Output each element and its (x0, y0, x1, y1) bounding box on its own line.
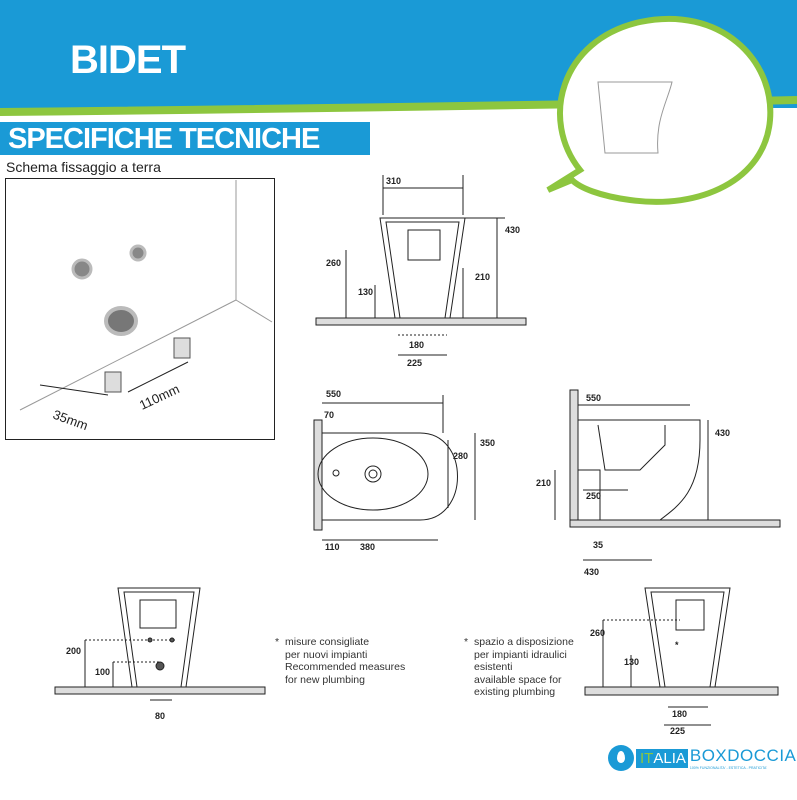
front-view-drawing (315, 175, 527, 356)
fixing-diagram (19, 180, 273, 411)
water-drop-icon (608, 745, 634, 771)
dim-label: 430 (584, 567, 599, 577)
dim-label: 210 (536, 478, 551, 488)
bracket-icon (173, 337, 191, 359)
top-view-drawing (313, 395, 476, 541)
existing-plumbing-drawing (584, 587, 779, 726)
dim-label: 200 (66, 646, 81, 656)
logo-text-alia: ALIA (653, 748, 688, 768)
note-line: existing plumbing (474, 686, 556, 698)
section-banner: SPECIFICHE TECNICHE (0, 122, 370, 155)
dim-label: 260 (590, 628, 605, 638)
note-line: esistenti (474, 661, 513, 673)
dim-label: 70 (324, 410, 334, 420)
dim-label: 35 (593, 540, 603, 550)
logo-tagline: 100% FUNZIONALITA' - ESTETICA - PRATICIT… (689, 766, 768, 770)
dim-label: 250 (586, 491, 601, 501)
note-existing-plumbing: * spazio a disposizione per impianti idr… (464, 636, 574, 699)
logo-text-it: IT (636, 748, 654, 768)
dim-label: 180 (672, 709, 687, 719)
note-line: misure consigliate (285, 636, 370, 648)
pipe-hole-icon (129, 244, 147, 262)
dim-label: 310 (386, 176, 401, 186)
dim-label: 280 (453, 451, 468, 461)
asterisk: * (464, 636, 469, 648)
note-line: Recommended measures (285, 661, 406, 673)
asterisk: * (275, 636, 280, 648)
note-line: for new plumbing (285, 673, 365, 686)
dim-label: 225 (407, 358, 422, 368)
side-view-drawing (554, 389, 781, 561)
note-line: per nuovi impianti (285, 648, 368, 661)
dim-label: 100 (95, 667, 110, 677)
dim-label: 350 (480, 438, 495, 448)
fixing-subtitle: Schema fissaggio a terra (6, 159, 161, 175)
drain-hole-icon (104, 306, 138, 336)
pipe-hole-icon (71, 258, 93, 280)
dim-label: 380 (360, 542, 375, 552)
bidet-product-icon (597, 81, 673, 154)
dim-label: 80 (155, 711, 165, 721)
logo-text-boxdoccia: BOXDOCCIA (689, 746, 797, 765)
note-line: spazio a disposizione (474, 636, 574, 648)
fixing-frame (5, 178, 275, 440)
dim-label: 110 (325, 542, 340, 552)
dim-label: 430 (505, 225, 520, 235)
note-new-plumbing: * misure consigliate per nuovi impianti … (275, 636, 406, 686)
dim-label: 260 (326, 258, 341, 268)
new-plumbing-drawing (54, 587, 266, 701)
note-line: available space for (474, 673, 562, 686)
dim-label: 130 (358, 287, 373, 297)
dim-label: 180 (409, 340, 424, 350)
dim-label: 550 (586, 393, 601, 403)
dim-label: 210 (475, 272, 490, 282)
dim-label: 430 (715, 428, 730, 438)
asterisk-marker: * (675, 640, 679, 650)
bracket-icon (104, 371, 122, 393)
page-title: BIDET (70, 38, 186, 82)
dim-label: 130 (624, 657, 639, 667)
dim-label: 550 (326, 389, 341, 399)
dim-label: 225 (670, 726, 685, 736)
note-line: per impianti idraulici (474, 648, 567, 661)
